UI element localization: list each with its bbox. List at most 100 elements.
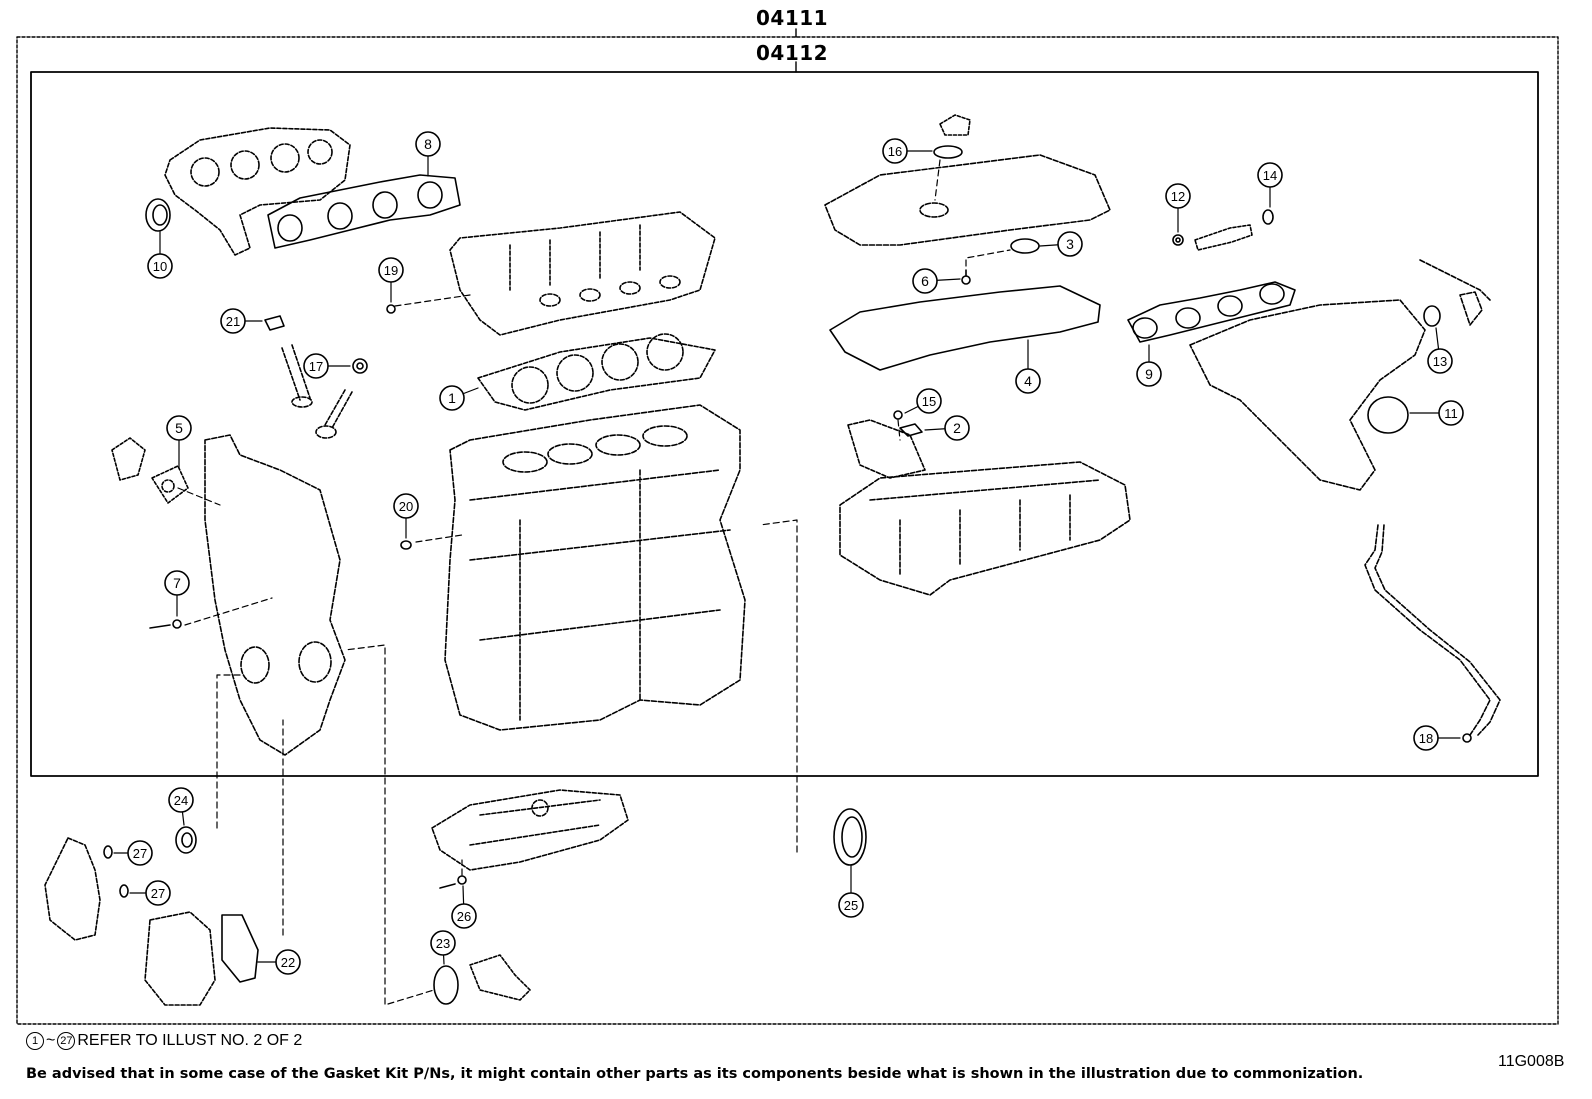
callout-c8: 8: [415, 131, 441, 177]
callout-c22: 22: [257, 949, 301, 975]
callout-c12: 12: [1165, 183, 1191, 233]
kit-04111-outer-frame: [16, 36, 1559, 1025]
callout-label: 11: [1444, 406, 1458, 421]
callout-label: 4: [1024, 373, 1032, 389]
cylinder-head-cover: [824, 154, 1111, 246]
callout-c6: 6: [912, 268, 961, 294]
o-ring-20: [400, 540, 412, 550]
o-ring-27a: [103, 845, 113, 859]
oil-level-gauge-guide: [1364, 524, 1501, 736]
water-pump-housing: [144, 911, 216, 1006]
camshaft-housing: [847, 419, 926, 479]
callout-label: 2: [953, 420, 961, 436]
callout-c20: 20: [393, 493, 419, 539]
callout-c3: 3: [1039, 231, 1083, 257]
cylinder-head: [449, 211, 716, 336]
callout-c24: 24: [168, 787, 194, 826]
callout-c5: 5: [166, 415, 192, 469]
callout-c23: 23: [430, 930, 456, 965]
callout-c15: 15: [904, 388, 942, 414]
seal-24: [175, 826, 197, 854]
refer-text: REFER TO ILLUST NO. 2 OF 2: [77, 1032, 303, 1049]
callout-label: 24: [174, 793, 188, 808]
throttle-gasket-11: [1367, 396, 1409, 434]
timing-chain-cover: [204, 434, 346, 756]
callout-c17: 17: [303, 353, 351, 379]
filler-cap-gasket-16: [933, 145, 963, 159]
pump-gasket-22: [221, 914, 259, 983]
callout-label: 5: [175, 420, 183, 436]
kit-number-outer: 04111: [756, 6, 829, 30]
callout-label: 22: [281, 955, 295, 970]
callout-label: 16: [888, 144, 902, 159]
water-inlet-housing: [111, 437, 189, 504]
o-ring-23: [433, 965, 459, 1005]
exhaust-manifold: [164, 127, 351, 256]
callout-label: 27: [133, 846, 147, 861]
callout-c1: 1: [439, 385, 479, 411]
callout-label: 26: [457, 909, 471, 924]
callout-c13: 13: [1427, 327, 1453, 374]
rear-oil-seal-25: [833, 808, 867, 866]
oil-pan: [431, 789, 629, 871]
callout-label: 21: [226, 314, 240, 329]
callout-label: 19: [384, 263, 398, 278]
exhaust-manifold-gasket: [267, 174, 461, 249]
cylinder-head-gasket: [477, 333, 716, 411]
commonization-note: Be advised that in some case of the Gask…: [26, 1066, 1364, 1082]
seal-13: [1423, 305, 1441, 327]
part-15: [893, 410, 903, 420]
engine-block: [444, 404, 746, 731]
illustration-code: 11G008B: [1498, 1053, 1565, 1070]
callout-label: 27: [151, 886, 165, 901]
o-ring-27b: [119, 884, 129, 898]
intake-manifold: [1189, 259, 1491, 491]
callout-label: 12: [1171, 189, 1185, 204]
fuel-injector: [1194, 224, 1253, 251]
callout-label: 7: [173, 575, 181, 591]
callout-c14: 14: [1257, 162, 1283, 208]
kit-04112-inner-frame: [30, 71, 1539, 777]
part-21: [264, 315, 285, 331]
callout-label: 10: [153, 259, 167, 274]
range-end-callout: 27: [57, 1032, 76, 1050]
callout-label: 13: [1433, 354, 1447, 369]
cover-bolt-6: [961, 269, 971, 285]
reference-note: 1 ~ 27 REFER TO ILLUST NO. 2 OF 2: [26, 1032, 302, 1050]
callout-c4: 4: [1015, 339, 1041, 394]
callout-c25: 25: [838, 865, 864, 918]
callout-c11: 11: [1409, 400, 1464, 426]
callout-label: 17: [309, 359, 323, 374]
callout-label: 8: [424, 136, 432, 152]
leader-lines: [177, 159, 1011, 1005]
callout-label: 6: [921, 273, 929, 289]
callout-label: 15: [922, 394, 936, 409]
water-pump: [44, 837, 101, 941]
callout-c27a: 27: [113, 840, 153, 866]
o-ring-18: [1462, 733, 1472, 743]
valves: [281, 344, 353, 439]
callout-label: 23: [436, 936, 450, 951]
callout-c27b: 27: [129, 880, 171, 906]
callout-c18: 18: [1413, 725, 1461, 751]
callout-c16: 16: [882, 138, 933, 164]
part-2: [899, 423, 923, 437]
callout-c26: 26: [451, 885, 477, 929]
oil-filter-union: [469, 954, 531, 1001]
callout-label: 20: [399, 499, 413, 514]
callout-c7: 7: [164, 570, 190, 617]
callout-label: 25: [844, 898, 858, 913]
spark-plug-tube-gasket-3: [1010, 238, 1040, 254]
oil-pan-upper: [839, 461, 1131, 596]
callout-label: 18: [1419, 731, 1433, 746]
callout-label: 1: [448, 390, 456, 406]
o-ring-19: [386, 304, 396, 314]
range-start-callout: 1: [26, 1032, 44, 1050]
kit-number-inner: 04112: [756, 41, 829, 65]
head-cover-gasket-4: [829, 285, 1101, 371]
callout-label: 14: [1263, 168, 1277, 183]
callout-c2: 2: [924, 415, 970, 441]
range-separator: ~: [46, 1032, 56, 1049]
callout-c10: 10: [147, 231, 173, 279]
